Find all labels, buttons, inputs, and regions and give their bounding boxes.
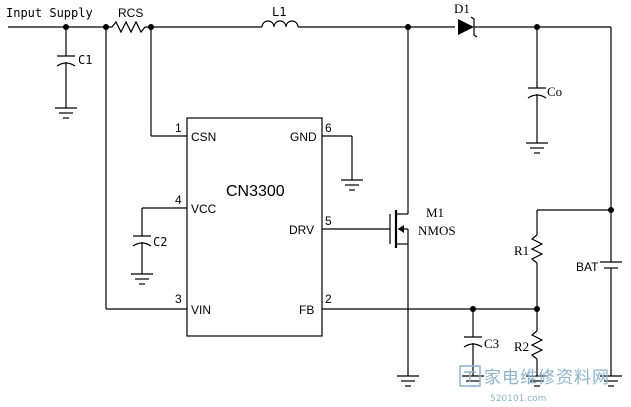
chip-name: CN3300 [226,183,285,200]
chip-body [186,117,323,337]
watermark-icon [459,365,481,387]
mosfet-arrow [398,225,404,233]
pin-vin-num: 3 [175,292,182,306]
pin-fb-num: 2 [325,292,332,306]
pin-csn-num: 1 [175,121,182,135]
pin-drv-num: 5 [325,214,332,228]
label-input-supply: Input Supply [6,6,93,20]
label-r2: R2 [514,339,529,354]
label-nmos: NMOS [418,223,456,238]
label-r1: R1 [514,243,529,258]
label-rcs: RCS [118,6,143,20]
pin-csn: CSN [191,130,216,144]
watermark-url: 520101.com [490,394,546,404]
label-bat: BAT [576,260,599,274]
label-l1: L1 [272,5,286,19]
pin-vcc-num: 4 [175,193,182,207]
pin-vin: VIN [191,303,211,317]
pin-gnd-num: 6 [325,121,332,135]
pin-fb: FB [299,303,314,317]
resistor-rcs [111,20,146,34]
watermark-text: 家电维修资料网 [484,368,610,388]
label-c3: C3 [484,336,499,351]
label-c2: C2 [153,235,167,249]
resistor-r2 [530,330,544,360]
pin-vcc: VCC [191,202,217,216]
pin-drv: DRV [289,223,314,237]
label-m1: M1 [426,205,444,220]
inductor-l1 [261,20,299,28]
label-c1: C1 [78,53,92,67]
watermark-logo [459,365,481,387]
pin-gnd: GND [290,130,317,144]
diode-d1 [458,19,474,35]
label-d1: D1 [454,1,470,16]
resistor-r1 [530,234,544,264]
label-co: Co [547,84,562,99]
